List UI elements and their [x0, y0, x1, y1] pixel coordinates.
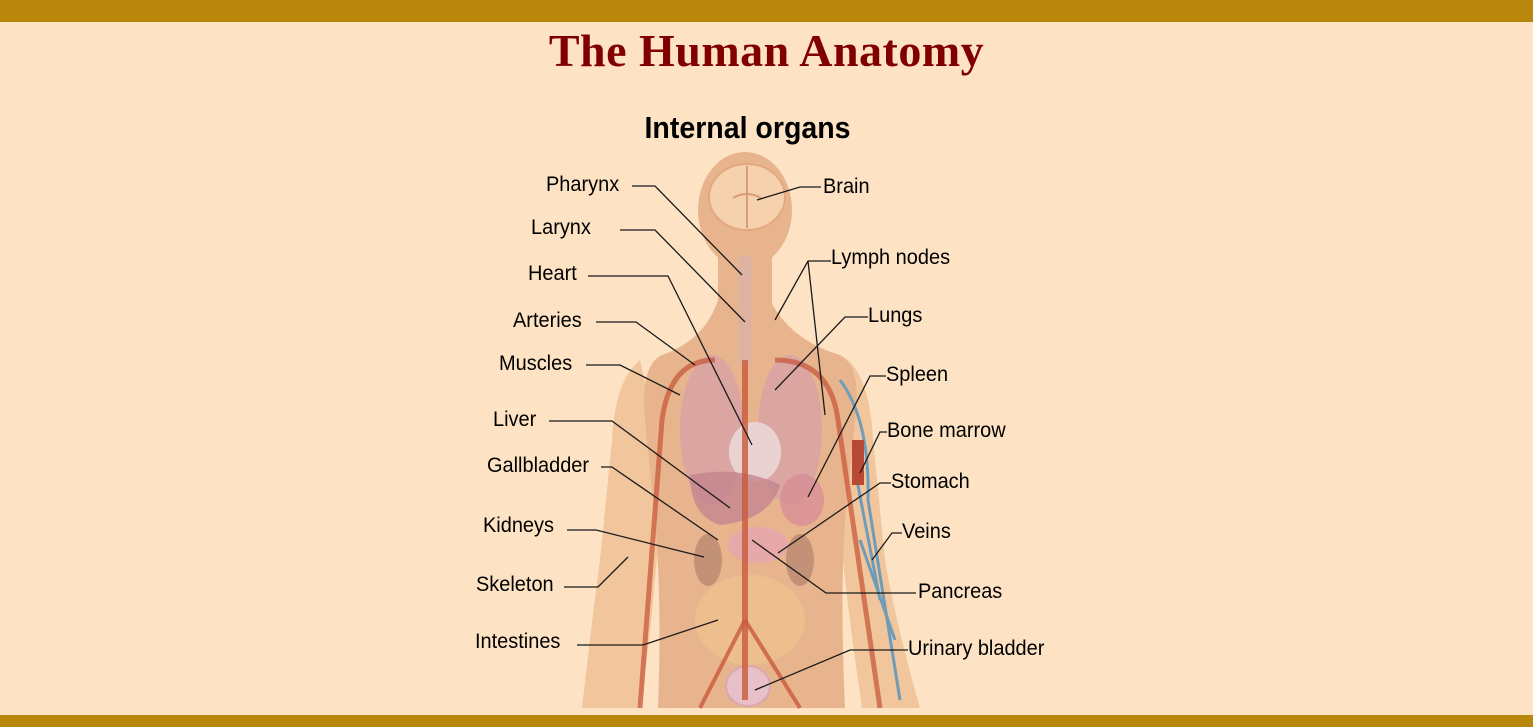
label-muscles: Muscles [499, 352, 573, 375]
label-heart: Heart [528, 262, 577, 285]
label-veins: Veins [902, 520, 951, 543]
label-liver: Liver [493, 408, 537, 431]
label-bone-marrow: Bone marrow [887, 419, 1006, 442]
label-intestines: Intestines [475, 630, 561, 653]
label-lymph-nodes: Lymph nodes [831, 246, 951, 269]
label-skeleton: Skeleton [476, 573, 554, 596]
label-stomach: Stomach [891, 470, 970, 493]
label-spleen: Spleen [886, 363, 949, 386]
label-pharynx: Pharynx [546, 173, 620, 196]
label-gallbladder: Gallbladder [487, 454, 590, 477]
stomach [780, 474, 824, 526]
diagram-title: Internal organs [644, 110, 851, 145]
label-larynx: Larynx [531, 216, 591, 239]
liver [690, 471, 780, 525]
label-urinary-bladder: Urinary bladder [908, 637, 1045, 660]
left-kidney [694, 534, 722, 586]
top-banner-bar [0, 0, 1533, 22]
label-kidneys: Kidneys [483, 514, 554, 537]
intestines [695, 575, 805, 665]
right-kidney [786, 534, 814, 586]
label-arteries: Arteries [513, 309, 582, 332]
bone-marrow [852, 440, 864, 485]
label-brain: Brain [823, 175, 870, 198]
label-pancreas: Pancreas [918, 580, 1003, 603]
trachea [738, 255, 752, 365]
bottom-banner-bar [0, 715, 1533, 727]
label-lungs: Lungs [868, 304, 923, 327]
page-title: The Human Anatomy [548, 25, 985, 76]
left-arm-artery [637, 357, 716, 709]
veins [838, 379, 902, 701]
left-lung [680, 355, 744, 505]
leader-lines [549, 185, 916, 691]
